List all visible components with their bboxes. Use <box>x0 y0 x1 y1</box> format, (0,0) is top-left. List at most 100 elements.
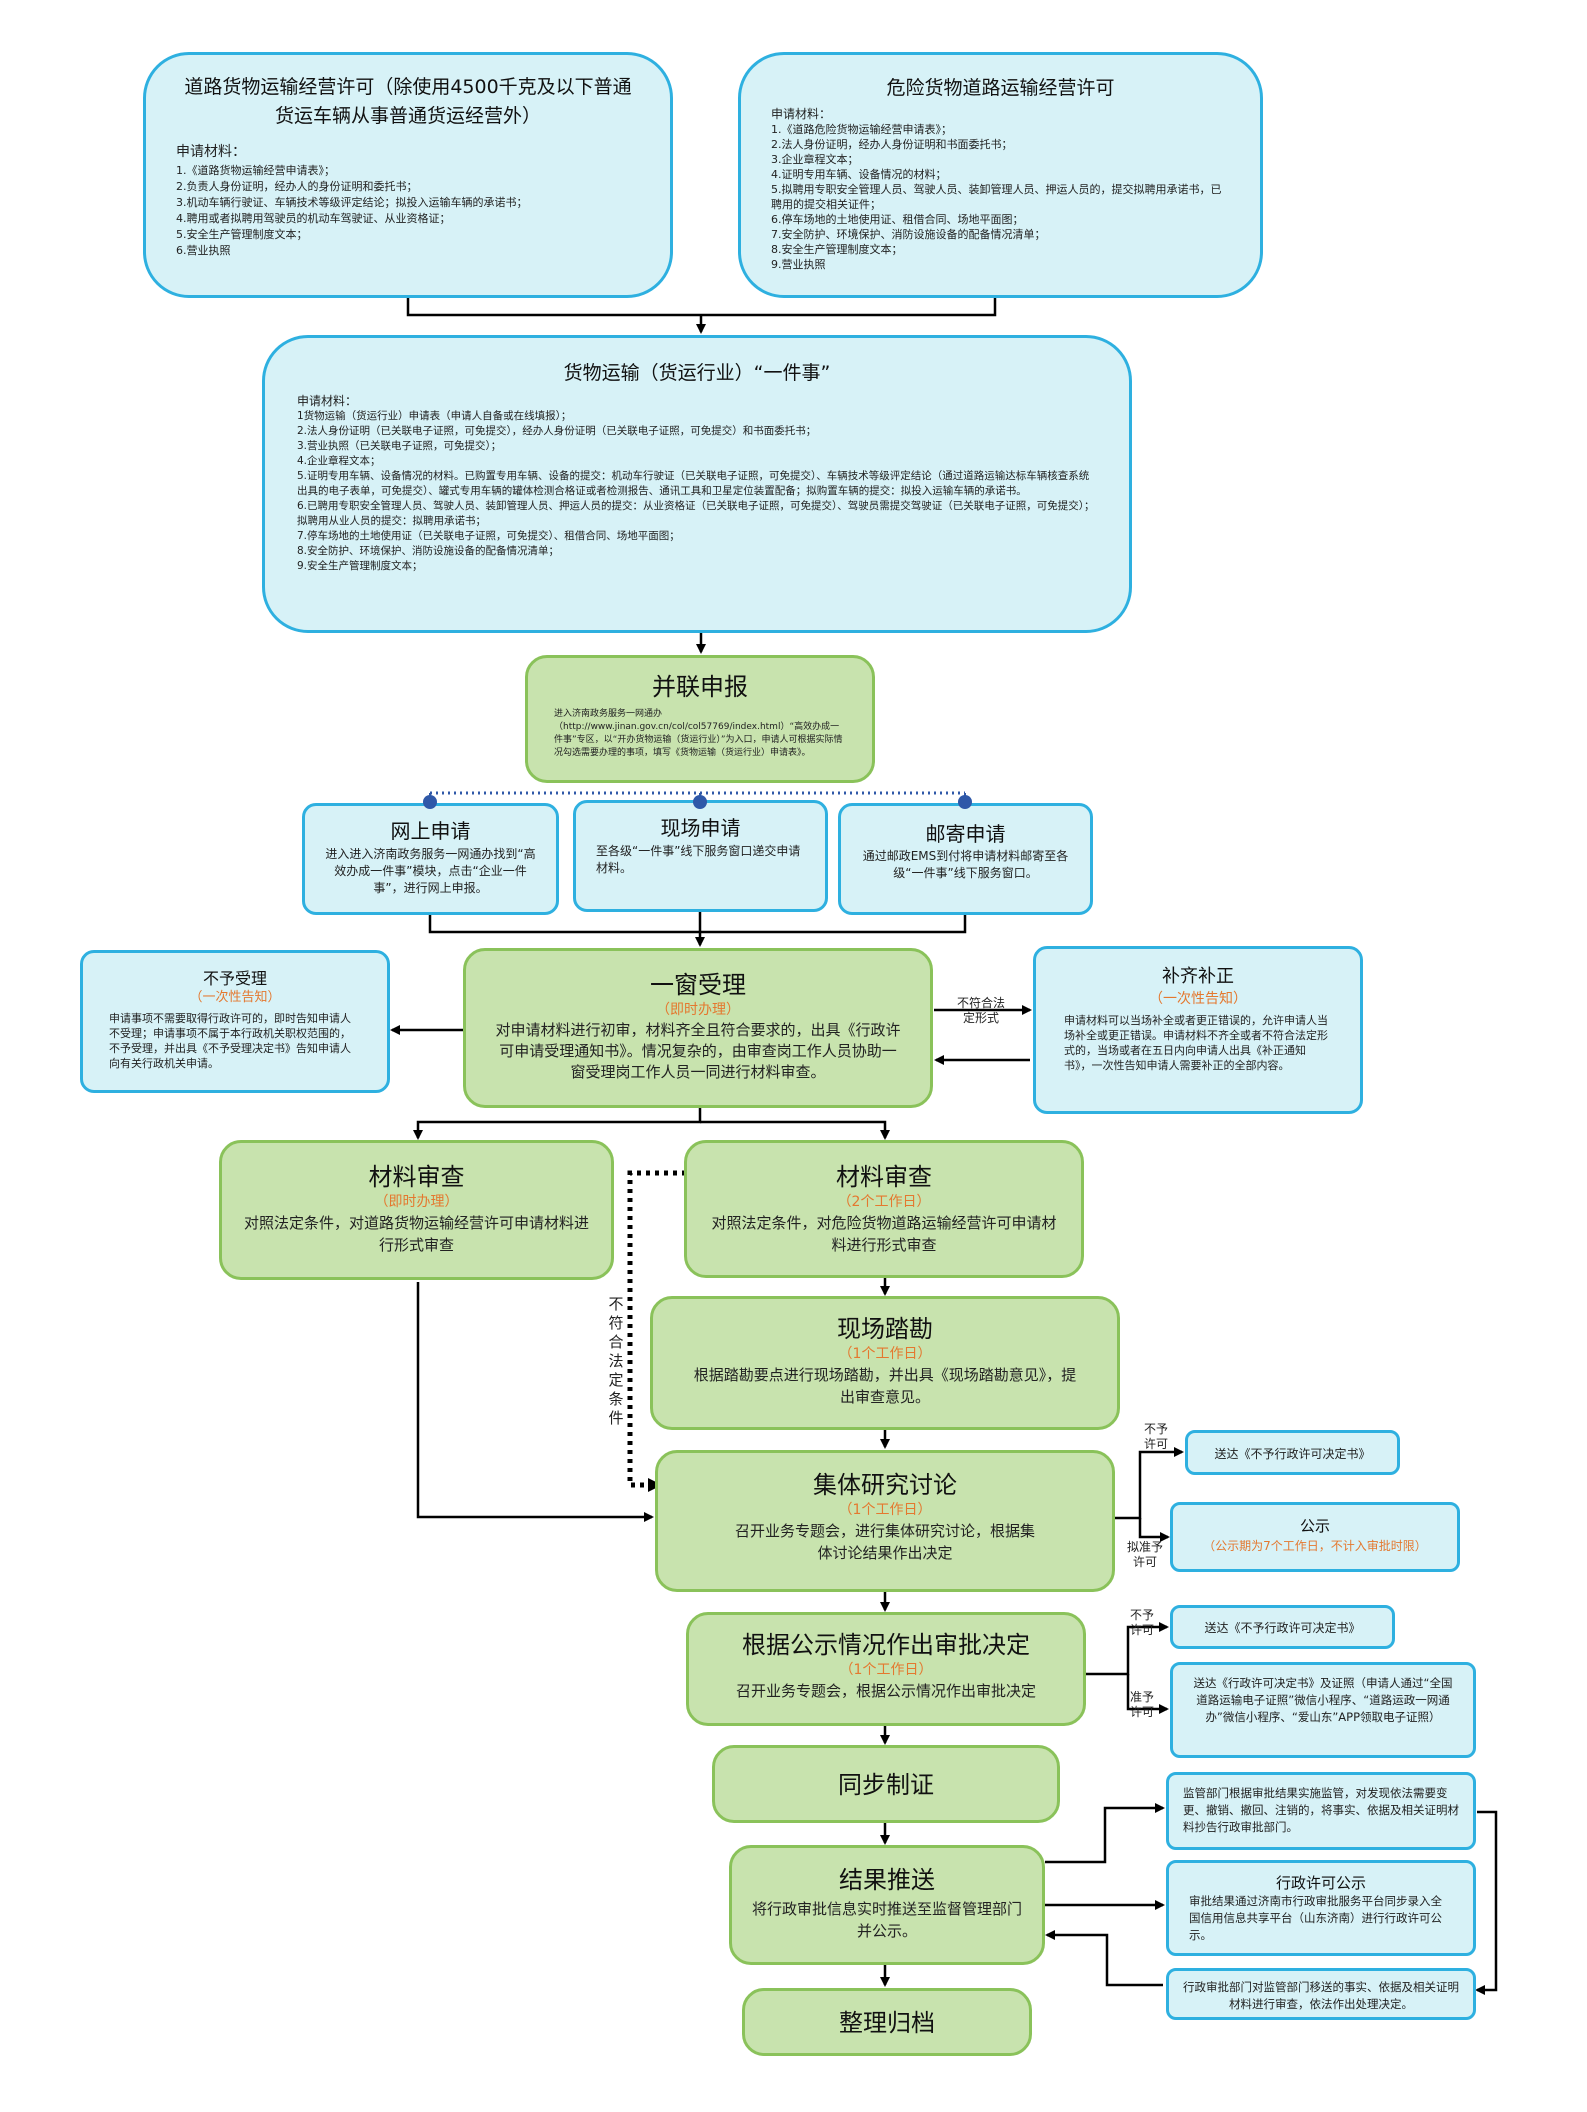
window-accept-note: （即时办理） <box>656 1002 740 1018</box>
label-no-permit-a: 不予许可 <box>1143 1422 1168 1451</box>
review-right-desc: 对照法定条件，对危险货物道路运输经营许可申请材料进行形式审查 <box>711 1214 1057 1254</box>
label-nonconform-form: 不符合法定形式 <box>956 996 1005 1025</box>
reject-box: 不予受理 （一次性告知） 申请事项不需要取得行政许可的，即时告知申请人不受理；申… <box>80 950 390 1093</box>
survey-desc: 根据踏勘要点进行现场踏勘，并出具《现场踏勘意见》，提出审查意见。 <box>693 1366 1077 1406</box>
list-item: 4.证明专用车辆、设备情况的材料； <box>771 168 947 181</box>
list-item: 2.法人身份证明，经办人身份证明和书面委托书； <box>771 138 1013 151</box>
approval-decision-box: 根据公示情况作出审批决定 （1个工作日） 召开业务专题会，根据公示情况作出审批决… <box>686 1612 1086 1726</box>
reject-note: （一次性告知） <box>189 990 281 1005</box>
list-item: 9.营业执照 <box>771 258 826 271</box>
list-item: 3.机动车辆行驶证、车辆技术等级评定结论；拟投入运输车辆的承诺书； <box>176 196 528 209</box>
onsite-apply-desc: 至各级“一件事”线下服务窗口递交申请材料。 <box>596 844 801 875</box>
review-left-note: （即时办理） <box>374 1194 459 1210</box>
publicity-note: （公示期为7个工作日，不计入审批时限） <box>1203 1539 1427 1553</box>
supervise-text: 监管部门根据审批结果实施监管，对发现依法需要变更、撤销、撤回、注销的，将事实、依… <box>1183 1786 1459 1834</box>
mail-apply-box: 邮寄申请 通过邮政EMS到付将申请材料邮寄至各级“一件事”线下服务窗口。 <box>838 803 1093 915</box>
supplement-desc: 申请材料可以当场补全或者更正错误的，允许申请人当场补全或更正错误。申请材料不齐全… <box>1064 1014 1328 1072</box>
review-right-box: 材料审查 （2个工作日） 对照法定条件，对危险货物道路运输经营许可申请材料进行形… <box>684 1140 1084 1278</box>
feedback-box: 行政审批部门对监管部门移送的事实、依据及相关证明材料进行审查，依法作出处理决定。 <box>1166 1968 1476 2020</box>
reject-desc: 申请事项不需要取得行政许可的，即时告知申请人不受理；申请事项不属于本行政机关职权… <box>109 1012 351 1070</box>
review-right-title: 材料审查 <box>836 1163 932 1191</box>
result-push-title: 结果推送 <box>839 1866 935 1894</box>
collective-discuss-title: 集体研究讨论 <box>813 1471 957 1499</box>
approval-decision-desc: 召开业务专题会，根据公示情况作出审批决定 <box>735 1682 1036 1700</box>
collective-discuss-box: 集体研究讨论 （1个工作日） 召开业务专题会，进行集体研究讨论，根据集体讨论结果… <box>655 1450 1115 1592</box>
review-right-note: （2个工作日） <box>837 1194 931 1210</box>
list-item: 7.安全防护、环境保护、消防设施设备的配备情况清单； <box>771 228 1046 241</box>
survey-box: 现场踏勘 （1个工作日） 根据踏勘要点进行现场踏勘，并出具《现场踏勘意见》，提出… <box>650 1296 1120 1430</box>
no-permit-notice-2: 送达《不予行政许可决定书》 <box>1170 1605 1395 1649</box>
window-accept-title: 一窗受理 <box>650 971 746 999</box>
list-item: 6.已聘用专职安全管理人员、驾驶人员、装卸管理人员、押运人员的提交：从业资格证（… <box>297 500 1095 527</box>
online-apply-box: 网上申请 进入进入济南政务服务一网通办找到“高效办成一件事”模块，点击“企业一件… <box>302 803 559 915</box>
label-no-permit-b: 不予许可 <box>1129 1608 1154 1637</box>
list-item: 1货物运输（货运行业）申请表（申请人自备或在线填报）； <box>297 410 572 422</box>
review-left-box: 材料审查 （即时办理） 对照法定条件，对道路货物运输经营许可申请材料进行形式审查 <box>219 1140 614 1280</box>
publicity-title: 公示 <box>1299 1517 1330 1535</box>
permit-notice-box: 送达《行政许可决定书》及证照（申请人通过“全国道路运输电子证照”微信小程序、“道… <box>1170 1662 1476 1758</box>
list-item: 4.聘用或者拟聘用驾驶员的机动车驾驶证、从业资格证； <box>176 212 451 225</box>
mail-apply-desc: 通过邮政EMS到付将申请材料邮寄至各级“一件事”线下服务窗口。 <box>862 849 1069 880</box>
online-apply-title: 网上申请 <box>390 819 471 843</box>
result-push-desc: 将行政审批信息实时推送至监督管理部门并公示。 <box>751 1900 1022 1940</box>
no-permit-notice-1-text: 送达《不予行政许可决定书》 <box>1214 1447 1371 1461</box>
sync-certificate-box: 同步制证 <box>712 1745 1060 1823</box>
window-accept-box: 一窗受理 （即时办理） 对申请材料进行初审，材料齐全且符合要求的，出具《行政许可… <box>463 948 933 1108</box>
list-item: 7.停车场地的土地使用证（已关联电子证照，可免提交）、租借合同、场地平面图； <box>297 530 680 542</box>
list-item: 5.安全生产管理制度文本； <box>176 228 308 241</box>
approval-decision-note: （1个工作日） <box>839 1662 933 1678</box>
dangerous-goods-permit-box: 危险货物道路运输经营许可 申请材料： 1.《道路危险货物运输经营申请表》； 2.… <box>738 52 1263 298</box>
archive-title: 整理归档 <box>839 2009 935 2037</box>
list-item: 4.企业章程文本； <box>297 455 381 467</box>
list-item: 2.负责人身份证明，经办人的身份证明和委托书； <box>176 180 418 193</box>
one-thing-title: 货物运输（货运行业）“一件事” <box>563 362 831 384</box>
mail-apply-title: 邮寄申请 <box>925 822 1006 846</box>
road-freight-permit-box: 道路货物运输经营许可（除使用4500千克及以下普通货运车辆从事普通货运经营外） … <box>143 52 673 298</box>
branch-dot-online <box>423 795 437 809</box>
survey-title: 现场踏勘 <box>837 1315 933 1343</box>
publicity-box: 公示 （公示期为7个工作日，不计入审批时限） <box>1170 1502 1460 1572</box>
review-left-title: 材料审查 <box>368 1163 465 1191</box>
list-item: 3.营业执照（已关联电子证照，可免提交）； <box>297 440 502 452</box>
list-item: 8.安全生产管理制度文本； <box>771 243 903 256</box>
survey-note: （1个工作日） <box>838 1346 932 1362</box>
label-permit-a: 拟准予许可 <box>1126 1540 1163 1569</box>
permit-public-box: 行政许可公示 审批结果通过济南市行政审批服务平台同步录入全国信用信息共享平台（山… <box>1166 1860 1476 1956</box>
onsite-apply-box: 现场申请 至各级“一件事”线下服务窗口递交申请材料。 <box>573 800 828 912</box>
review-left-desc: 对照法定条件，对道路货物运输经营许可申请材料进行形式审查 <box>244 1214 590 1254</box>
onsite-apply-title: 现场申请 <box>660 816 741 840</box>
parallel-declare-title: 并联申报 <box>652 673 748 701</box>
road-freight-permit-title: 道路货物运输经营许可（除使用4500千克及以下普通货运车辆从事普通货运经营外） <box>184 76 632 127</box>
road-freight-permit-subtitle: 申请材料： <box>176 144 246 160</box>
approval-decision-title: 根据公示情况作出审批决定 <box>742 1631 1030 1659</box>
list-item: 9.安全生产管理制度文本； <box>297 560 423 572</box>
dangerous-goods-permit-title: 危险货物道路运输经营许可 <box>886 77 1115 99</box>
list-item: 6.营业执照 <box>176 244 231 257</box>
permit-notice-text: 送达《行政许可决定书》及证照（申请人通过“全国道路运输电子证照”微信小程序、“道… <box>1193 1676 1453 1724</box>
list-item: 3.企业章程文本； <box>771 153 859 166</box>
label-nonconform-cond: 不符合法定条件 <box>607 1295 625 1428</box>
supplement-note: （一次性告知） <box>1149 991 1247 1007</box>
archive-box: 整理归档 <box>742 1988 1032 2056</box>
list-item: 8.安全防护、环境保护、消防设施设备的配备情况清单； <box>297 545 560 557</box>
collective-discuss-desc: 召开业务专题会，进行集体研究讨论，根据集体讨论结果作出决定 <box>734 1522 1035 1562</box>
dangerous-goods-permit-subtitle: 申请材料： <box>771 107 832 121</box>
collective-discuss-note: （1个工作日） <box>838 1502 932 1518</box>
one-thing-box: 货物运输（货运行业）“一件事” 申请材料： 1货物运输（货运行业）申请表（申请人… <box>262 335 1132 633</box>
sync-certificate-title: 同步制证 <box>838 1771 934 1799</box>
list-item: 5.拟聘用专职安全管理人员、驾驶人员、装卸管理人员、押运人员的，提交拟聘用承诺书… <box>771 183 1222 211</box>
label-permit-b: 准予许可 <box>1129 1690 1154 1719</box>
window-accept-desc: 对申请材料进行初审，材料齐全且符合要求的，出具《行政许可申请受理通知书》。情况复… <box>495 1021 901 1081</box>
list-item: 1.《道路危险货物运输经营申请表》； <box>771 123 952 136</box>
supervise-box: 监管部门根据审批结果实施监管，对发现依法需要变更、撤销、撤回、注销的，将事实、依… <box>1166 1772 1476 1850</box>
permit-public-title: 行政许可公示 <box>1275 1874 1366 1892</box>
feedback-text: 行政审批部门对监管部门移送的事实、依据及相关证明材料进行审查，依法作出处理决定。 <box>1183 1980 1459 2011</box>
parallel-declare-desc: 进入济南政务服务一网通办（http://www.jinan.gov.cn/col… <box>554 709 843 758</box>
result-push-box: 结果推送 将行政审批信息实时推送至监督管理部门并公示。 <box>729 1845 1045 1965</box>
online-apply-desc: 进入进入济南政务服务一网通办找到“高效办成一件事”模块，点击“企业一件事”，进行… <box>325 847 536 895</box>
no-permit-notice-1: 送达《不予行政许可决定书》 <box>1185 1430 1400 1475</box>
list-item: 5.证明专用车辆、设备情况的材料。已购置专用车辆、设备的提交：机动车行驶证（已关… <box>297 470 1090 497</box>
parallel-declare-box: 并联申报 进入济南政务服务一网通办（http://www.jinan.gov.c… <box>525 655 875 783</box>
no-permit-notice-2-text: 送达《不予行政许可决定书》 <box>1204 1621 1361 1635</box>
